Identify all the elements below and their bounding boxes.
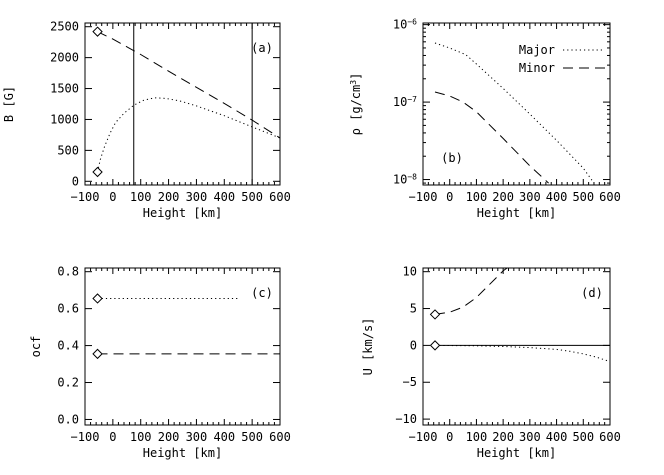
x-tick-label: −100 xyxy=(71,190,100,204)
y-tick-label: 0.8 xyxy=(57,265,79,279)
x-tick-label: −100 xyxy=(71,430,100,444)
panel-label: (c) xyxy=(251,286,273,300)
x-tick-label: 600 xyxy=(599,190,621,204)
plot-frame xyxy=(84,22,281,186)
panel-label: (b) xyxy=(441,151,463,165)
x-tick-label: 100 xyxy=(466,190,488,204)
y-axis-label: B [G] xyxy=(2,86,16,122)
series-line-dotted xyxy=(97,97,281,173)
x-tick-label: 600 xyxy=(269,430,291,444)
y-tick-label: 500 xyxy=(57,143,79,157)
x-tick-label: 100 xyxy=(130,190,152,204)
y-axis-label: ocf xyxy=(29,336,43,358)
x-tick-label: 600 xyxy=(269,190,291,204)
series-line-dotted xyxy=(434,42,595,184)
diamond-marker xyxy=(429,309,441,320)
x-tick-label: 0 xyxy=(446,190,453,204)
x-tick-label: 200 xyxy=(158,190,180,204)
diamond-marker xyxy=(92,348,103,360)
x-tick-label: 400 xyxy=(546,430,568,444)
chart-panel-2: −100 0 100 200 300 400 500 600 10−8 10−7 10−6Heigh… xyxy=(349,17,621,220)
x-tick-label: 100 xyxy=(466,430,488,444)
series-line-dashed xyxy=(434,267,508,315)
x-axis-label: Height [km] xyxy=(143,446,222,460)
legend-label: Minor xyxy=(519,61,555,75)
y-tick-label: −5 xyxy=(403,375,417,389)
x-tick-label: 400 xyxy=(546,190,568,204)
y-tick-label: 1000 xyxy=(50,112,79,126)
series-line-dashed xyxy=(434,91,549,184)
y-axis-label: U [km/s] xyxy=(361,318,375,376)
y-tick-label: 0.0 xyxy=(57,412,79,426)
x-tick-label: 200 xyxy=(492,190,514,204)
x-tick-label: 0 xyxy=(109,430,116,444)
x-tick-label: −100 xyxy=(409,190,438,204)
panel-label: (d) xyxy=(581,286,603,300)
y-tick-label: 2000 xyxy=(50,51,79,65)
x-axis-label: Height [km] xyxy=(477,206,556,220)
x-tick-label: 500 xyxy=(572,430,594,444)
diamond-marker xyxy=(92,166,103,178)
x-tick-label: 500 xyxy=(241,190,263,204)
y-tick-label: 0 xyxy=(72,174,79,188)
x-tick-label: 300 xyxy=(186,190,208,204)
panel-label: (a) xyxy=(251,41,273,55)
y-tick-label: 10−8 xyxy=(393,172,417,187)
y-tick-label: 10 xyxy=(403,265,417,279)
x-tick-label: 500 xyxy=(572,190,594,204)
x-tick-label: 400 xyxy=(213,190,235,204)
y-tick-label: 1500 xyxy=(50,82,79,96)
y-tick-label: 5 xyxy=(410,302,417,316)
x-tick-label: 300 xyxy=(519,430,541,444)
x-tick-label: 0 xyxy=(446,430,453,444)
chart-panel-1: −100 0 100 200 300 400 500 600 0 500 1000 1500 2000 2… xyxy=(2,20,291,220)
x-axis-label: Height [km] xyxy=(143,206,222,220)
plot-frame xyxy=(84,267,281,426)
diamond-marker xyxy=(92,293,103,304)
x-tick-label: 300 xyxy=(186,430,208,444)
y-tick-label: 2500 xyxy=(50,20,79,34)
y-tick-label: 0.6 xyxy=(57,302,79,316)
plot-frame xyxy=(422,22,611,186)
diamond-marker xyxy=(92,26,103,37)
x-tick-label: 100 xyxy=(130,430,152,444)
y-tick-label: 0.2 xyxy=(57,376,79,390)
plot-frame xyxy=(422,267,611,426)
y-tick-label: −10 xyxy=(395,412,417,426)
x-tick-label: 200 xyxy=(492,430,514,444)
legend-label: Major xyxy=(519,43,555,57)
y-axis-label: ρ [g/cm3] xyxy=(349,73,364,136)
x-tick-label: 200 xyxy=(158,430,180,444)
x-tick-label: 0 xyxy=(109,190,116,204)
y-tick-label: 0.4 xyxy=(57,339,79,353)
diamond-marker xyxy=(429,340,441,351)
series-line-dotted xyxy=(434,344,611,363)
y-tick-label: 10−7 xyxy=(393,95,417,110)
x-tick-label: −100 xyxy=(409,430,438,444)
x-tick-label: 300 xyxy=(519,190,541,204)
x-tick-label: 400 xyxy=(213,430,235,444)
y-tick-label: 0 xyxy=(410,338,417,352)
x-axis-label: Height [km] xyxy=(477,446,556,460)
y-tick-label: 10−6 xyxy=(393,17,417,32)
chart-panel-3: −100 0 100 200 300 400 500 600 0.0 0.2 0.4 0.6 0.8He… xyxy=(29,265,291,460)
x-tick-label: 600 xyxy=(599,430,621,444)
series-line-dashed xyxy=(97,31,281,139)
x-tick-label: 500 xyxy=(241,430,263,444)
